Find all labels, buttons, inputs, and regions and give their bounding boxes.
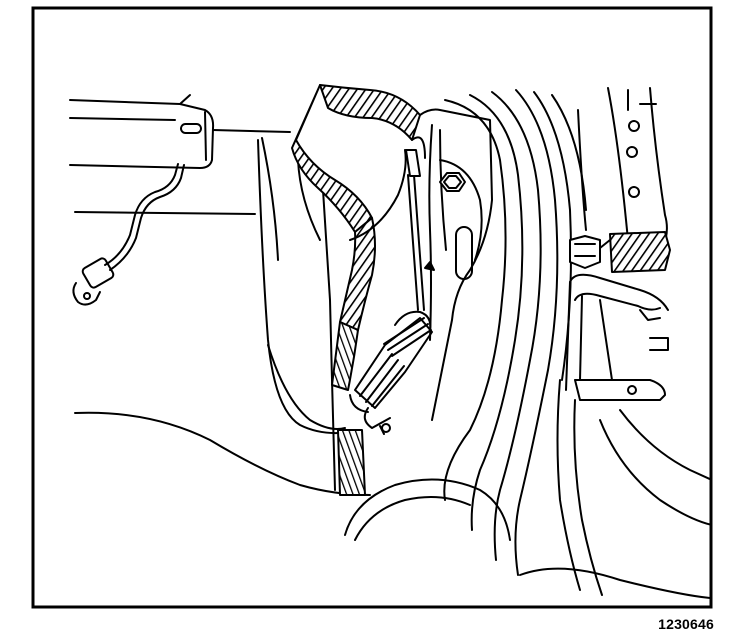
harness-conduit bbox=[291, 84, 421, 496]
harness-wire bbox=[267, 149, 407, 430]
pillar-bracket bbox=[419, 108, 493, 421]
sensor-connector bbox=[72, 163, 185, 306]
vertical-wire bbox=[405, 136, 426, 311]
door-hinge bbox=[565, 231, 671, 401]
body-panel bbox=[74, 137, 371, 496]
lower-sill bbox=[344, 409, 710, 599]
harness-connector-assembly bbox=[349, 310, 433, 435]
figure-reference-number: 1230646 bbox=[658, 616, 714, 632]
cross-member-bracket bbox=[69, 94, 291, 215]
